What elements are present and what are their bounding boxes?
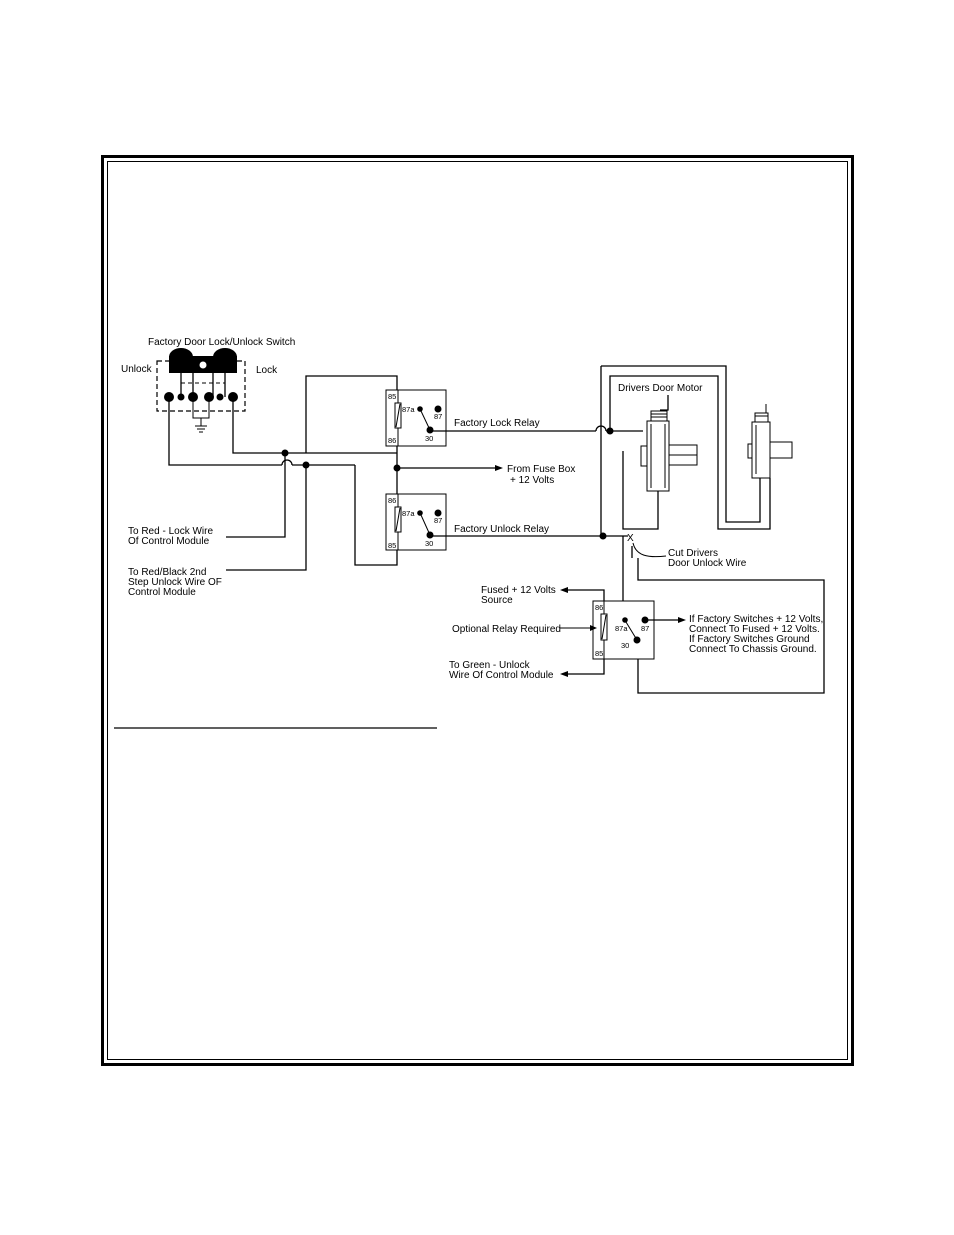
unlock-relay: 86 85 87a 87 30 Factory Unlock Relay (385, 493, 628, 551)
red-lock-label: To Red - Lock Wire (128, 526, 213, 537)
switch-title: Factory Door Lock/Unlock Switch (148, 337, 295, 348)
fused-arrow-icon (560, 587, 568, 593)
inner-frame (107, 161, 848, 1060)
factory-switch: Factory Door Lock/Unlock Switch Unlock L… (121, 337, 295, 433)
fuse-box-volts: + 12 Volts (510, 475, 554, 486)
optional-relay: 86 85 87a 87 30 (560, 587, 686, 677)
outer-frame (101, 155, 854, 1066)
factory-note-4: Connect To Chassis Ground. (689, 644, 817, 655)
pin-label: 86 (595, 603, 603, 612)
left-wiring (168, 375, 503, 571)
switch-rocker-left (169, 348, 193, 366)
pin-label: 87 (641, 624, 649, 633)
pin-label: 85 (595, 649, 603, 658)
pin-label: 86 (388, 496, 396, 505)
optional-relay-label: Optional Relay Required (452, 624, 561, 635)
cut-wire-label: Cut Drivers (668, 548, 718, 559)
pin-label: 85 (388, 541, 396, 550)
passenger-motor-body (751, 421, 771, 479)
pin-label: 87a (402, 509, 415, 518)
red-black-label-2: Step Unlock Wire OF (128, 577, 222, 588)
pin-label: 87 (434, 412, 442, 421)
output-arrow-icon (678, 617, 686, 623)
fused-source-label-2: Source (481, 595, 513, 606)
lock-relay: 85 86 87a 87 30 Factory Lock Relay (385, 389, 596, 447)
green-unlock-label-2: Wire Of Control Module (449, 670, 554, 681)
factory-note-2: Connect To Fused + 12 Volts. (689, 624, 820, 635)
red-lock-label-2: Of Control Module (128, 536, 210, 547)
factory-note-3: If Factory Switches Ground (689, 634, 810, 645)
red-black-label-3: Control Module (128, 587, 196, 598)
fuse-box-label: From Fuse Box (507, 464, 575, 475)
pin-label: 30 (425, 539, 433, 548)
fused-source-label: Fused + 12 Volts (481, 585, 556, 596)
factory-note-1: If Factory Switches + 12 Volts, (689, 614, 823, 625)
switch-lock-label: Lock (256, 365, 278, 376)
red-black-label: To Red/Black 2nd (128, 567, 206, 578)
switch-terminal (216, 393, 224, 401)
fuse-arrow-icon (495, 465, 503, 471)
cut-marker: X (627, 533, 634, 544)
lock-relay-label: Factory Lock Relay (454, 418, 540, 429)
driver-door-motor (640, 410, 698, 492)
pin-label: 30 (425, 434, 433, 443)
switch-terminal (177, 393, 185, 401)
lock-relay-box (385, 389, 447, 447)
pin-label: 85 (388, 392, 396, 401)
motor-wiring: Drivers Door Motor (595, 365, 771, 540)
switch-rocker-right (213, 348, 237, 366)
pin-label: 87a (402, 405, 415, 414)
driver-motor-body (646, 420, 670, 492)
cut-wire-label-2: Door Unlock Wire (668, 558, 747, 569)
pin-label: 87a (615, 624, 628, 633)
junction-dot (599, 532, 607, 540)
fuse-junction-dot (393, 464, 401, 472)
green-unlock-label: To Green - Unlock (449, 660, 531, 671)
passenger-door-motor (747, 404, 793, 479)
green-arrow-icon (560, 671, 568, 677)
motor-label: Drivers Door Motor (618, 383, 703, 394)
switch-unlock-label: Unlock (121, 364, 153, 375)
pin-label: 86 (388, 436, 396, 445)
pin-label: 30 (621, 641, 629, 650)
switch-pivot (199, 361, 207, 369)
pin-label: 87 (434, 516, 442, 525)
unlock-relay-label: Factory Unlock Relay (454, 524, 549, 535)
